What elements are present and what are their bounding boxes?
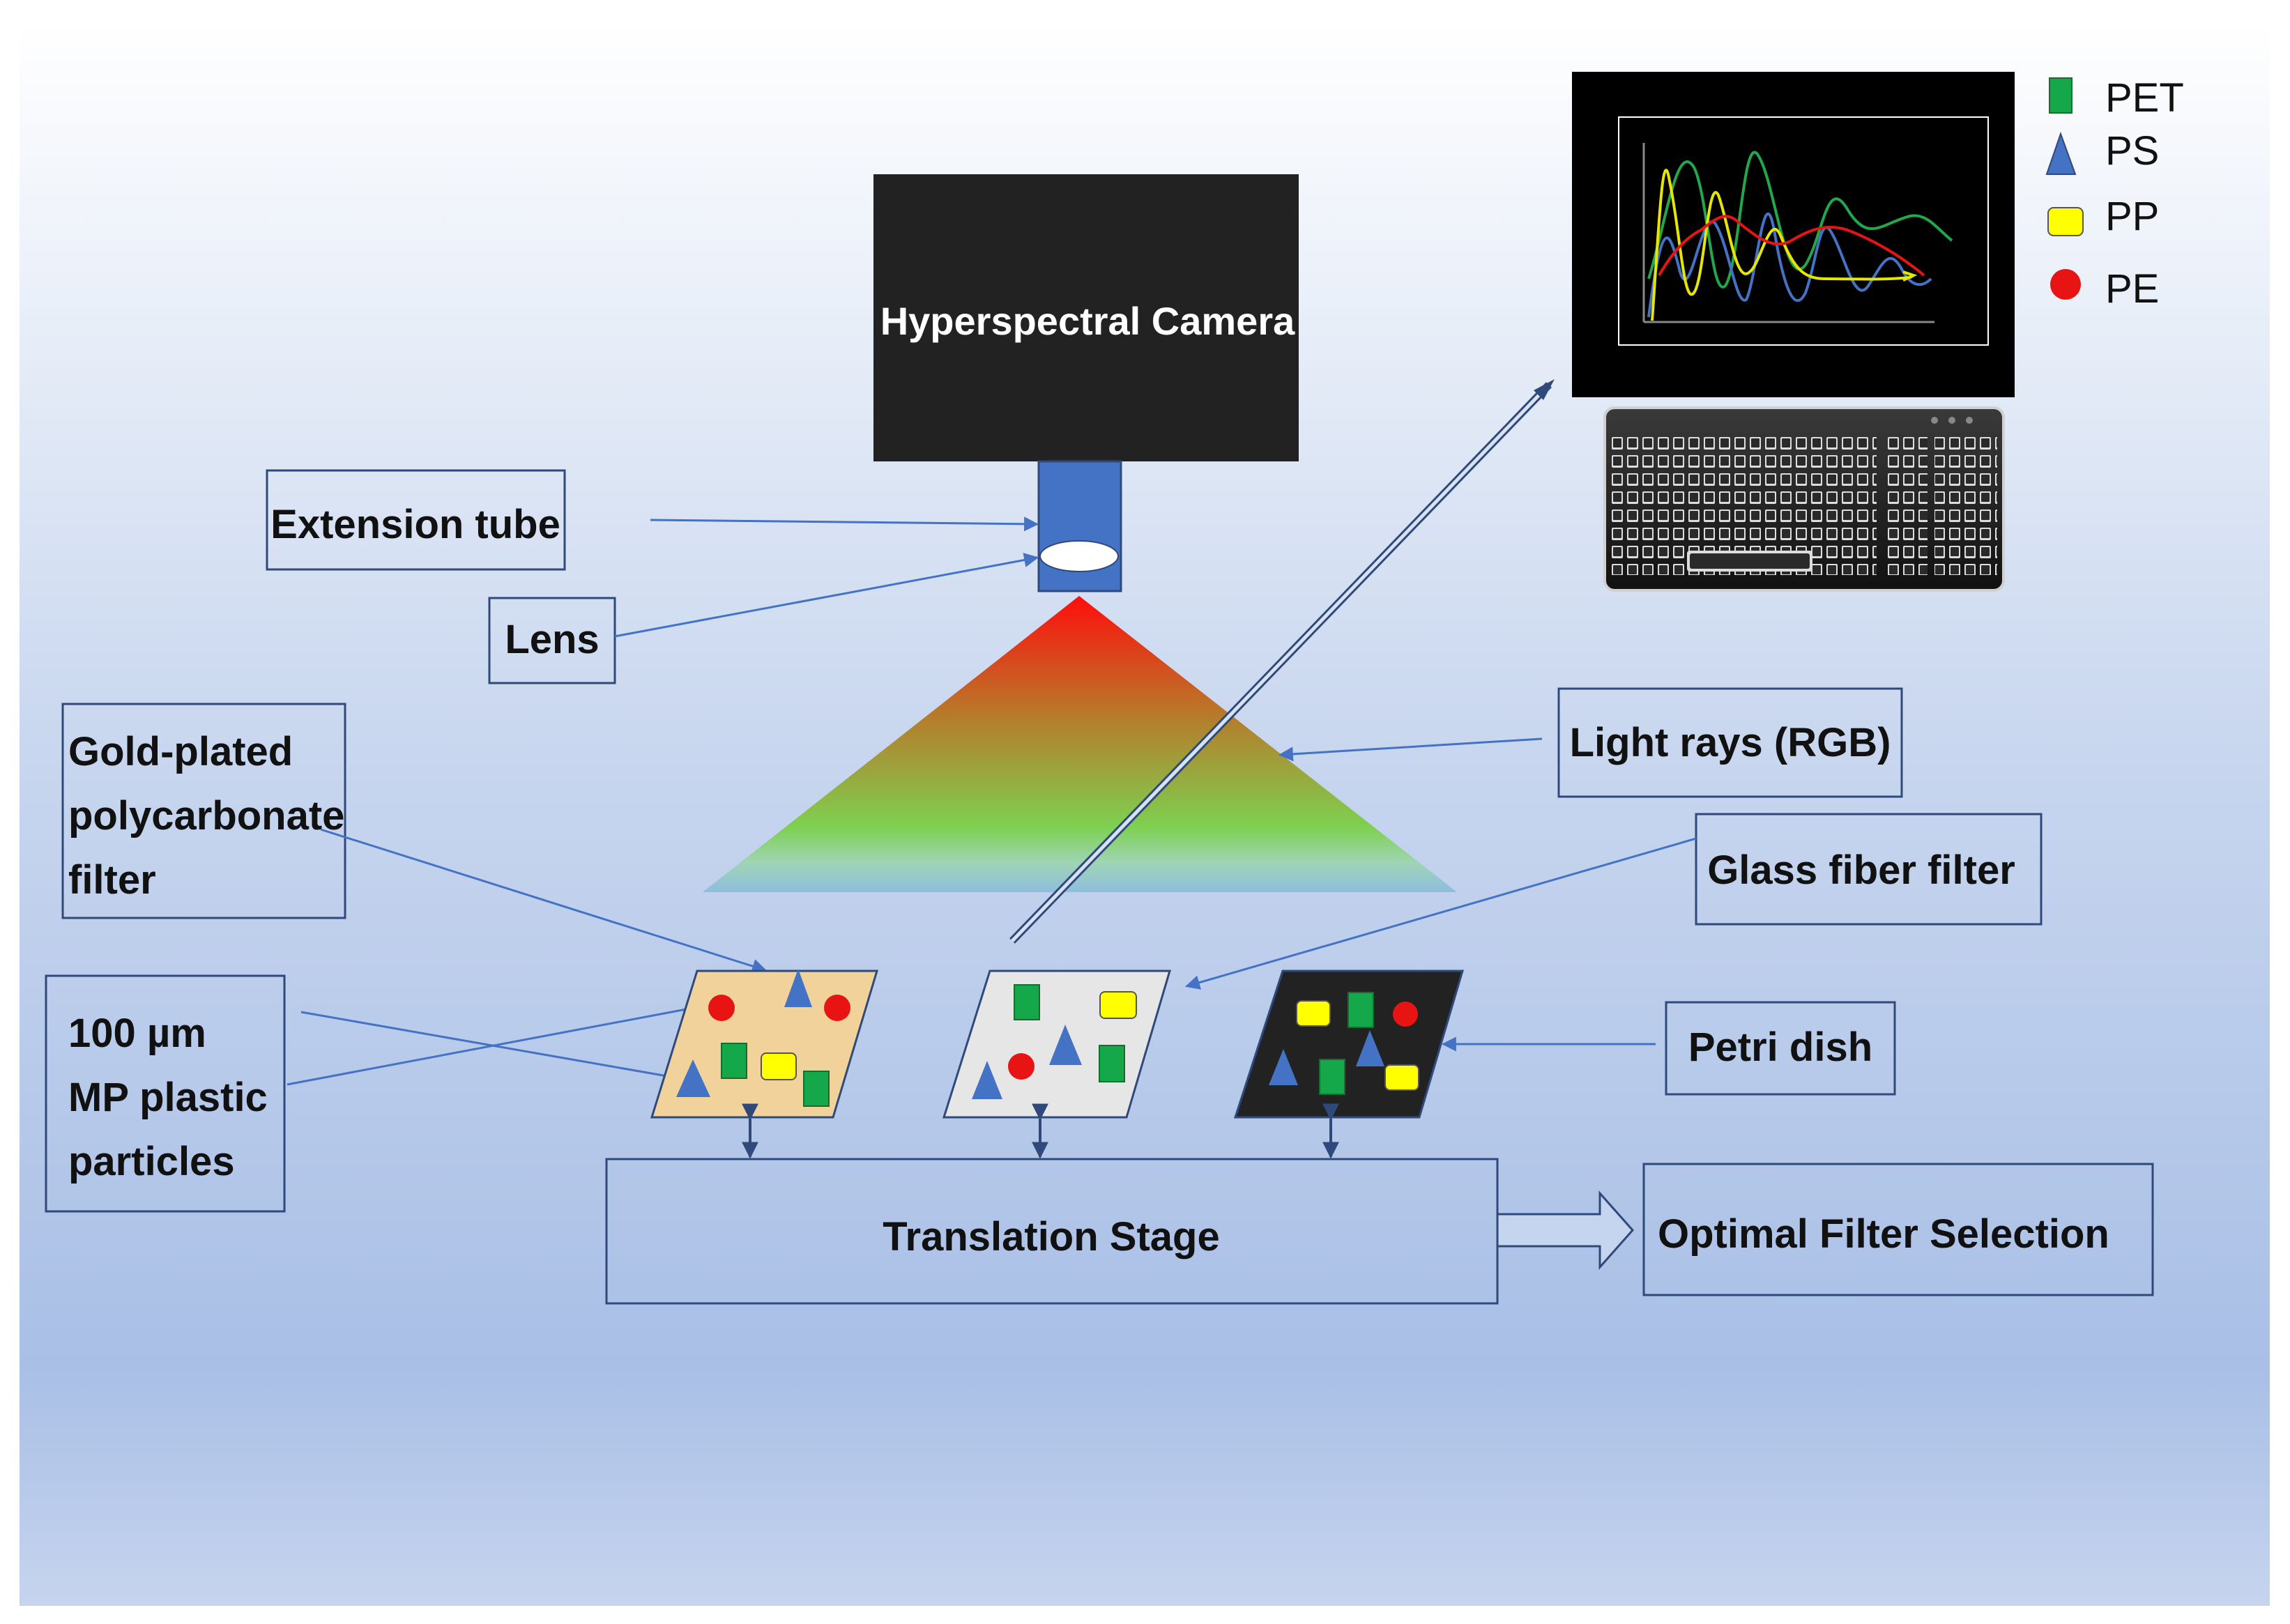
pe-particle [1008, 1053, 1035, 1080]
pe-particle [1393, 1002, 1418, 1027]
extension-tube-label: Extension tube [270, 502, 560, 547]
glass-fiber-filter-sample [942, 970, 1172, 1119]
gold-plated-filter-sample [650, 969, 879, 1119]
lens-shape [1039, 540, 1119, 572]
extension-tube [1037, 460, 1122, 592]
ps-triangle-icon [2045, 131, 2077, 175]
light-rays-callout: Light rays (RGB) [1278, 687, 1903, 798]
optimal-selection-label: Optimal Filter Selection [1658, 1211, 2109, 1257]
petri-dish-label: Petri dish [1688, 1025, 1872, 1070]
ps-particle [784, 969, 812, 1007]
spectrum-pp [1651, 169, 1918, 321]
ps-particle [1049, 1025, 1082, 1065]
petri-dish-sample [1233, 970, 1465, 1119]
legend-label-pet: PET [2105, 75, 2184, 121]
extension-tube-callout: Extension tube [266, 469, 1039, 571]
spectrum-pe [1658, 215, 1925, 277]
svg-text:100 µm MP plastic: 100 µm MP plastic particles [68, 1011, 279, 1184]
pp-particle [761, 1052, 797, 1080]
pe-particle [824, 995, 850, 1021]
ps-particle [676, 1059, 710, 1097]
hyperspectral-camera: Hyperspectral Camera [873, 174, 1299, 461]
particles-callout: 100 µm MP plastic particles [45, 974, 710, 1213]
camera-label: Hyperspectral Camera [880, 299, 1295, 343]
legend-label-pe: PE [2105, 266, 2159, 312]
particles-label-line3: particles [68, 1139, 235, 1184]
pp-particle [1384, 1064, 1419, 1091]
pp-rect-icon [2047, 207, 2084, 236]
gold-filter-callout: Gold-plated polycarbonate filter [61, 703, 768, 974]
gold-filter-label-line1: Gold-plated [68, 729, 293, 774]
pe-particle [708, 995, 735, 1021]
glass-filter-callout: Glass fiber filter [1184, 813, 2043, 990]
pp-particle [1296, 1000, 1331, 1027]
legend-item-ps: PS [2045, 128, 2159, 175]
legend-item-pe: PE [2050, 266, 2159, 312]
legend-item-pet: PET [2049, 75, 2184, 121]
particles-label-line2: MP plastic [68, 1075, 268, 1120]
monitor [1572, 72, 2015, 397]
pet-particle [721, 1043, 747, 1079]
light-rays-label: Light rays (RGB) [1570, 720, 1891, 765]
block-arrow [1496, 1190, 1635, 1270]
keyboard [1603, 406, 2005, 592]
glass-filter-label: Glass fiber filter [1707, 848, 2015, 893]
spectra-plot [1642, 143, 1953, 323]
pet-particle [803, 1071, 830, 1107]
pet-particle [1348, 992, 1374, 1028]
data-link-arrow [1009, 379, 1555, 944]
pet-particle [1014, 984, 1040, 1020]
ps-particle [972, 1061, 1002, 1099]
ps-particle [1269, 1049, 1298, 1085]
pet-particle [1319, 1059, 1345, 1095]
legend-item-pp: PP [2047, 194, 2159, 239]
lens-label: Lens [505, 617, 599, 662]
gold-filter-label-line3: filter [68, 857, 156, 903]
spectra-plot-frame [1618, 116, 1989, 346]
pp-particle [1099, 991, 1137, 1019]
particles-label-line1: 100 µm [68, 1011, 206, 1056]
legend: PET PS PP PE [2045, 75, 2184, 312]
gold-filter-label-line2: polycarbonate [68, 793, 344, 838]
pe-circle-icon [2050, 269, 2081, 300]
petri-dish-callout: Petri dish [1441, 1001, 1896, 1096]
spectrum-pet [1647, 151, 1953, 289]
translation-stage: Translation Stage [605, 1158, 1499, 1305]
pet-particle [1099, 1045, 1125, 1082]
legend-label-pp: PP [2105, 194, 2159, 239]
ps-particle [1356, 1030, 1384, 1066]
optimal-filter-selection: Optimal Filter Selection [1642, 1163, 2154, 1296]
svg-text:Gold-plated polycarbonat: Gold-plated polycarbonate filter [68, 729, 356, 903]
legend-label-ps: PS [2105, 128, 2159, 174]
pet-square-icon [2049, 77, 2073, 114]
translation-stage-label: Translation Stage [883, 1214, 1219, 1259]
lens-callout: Lens [488, 553, 1039, 684]
light-rays-cone [703, 596, 1457, 892]
sample-stage-connectors [742, 1103, 1339, 1159]
